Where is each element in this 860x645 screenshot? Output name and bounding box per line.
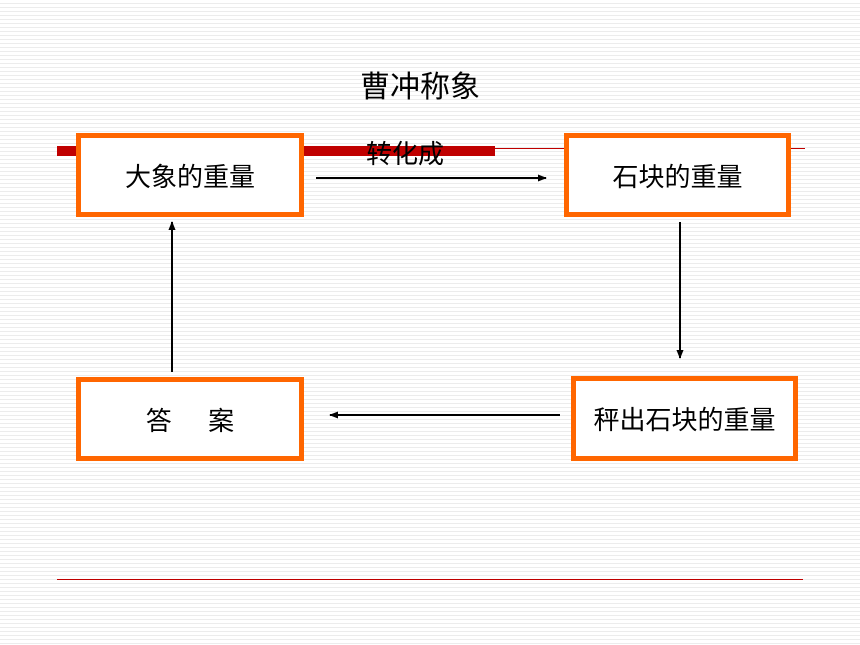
node-weigh-stones-label: 秤出石块的重量 [593, 406, 776, 436]
edge-label-convert: 转化成 [366, 140, 445, 170]
node-elephant-weight-label: 大象的重量 [124, 162, 255, 193]
node-answer-label: 答案 [145, 406, 271, 437]
node-weigh-stones: 秤出石块的重量 [571, 376, 798, 461]
node-answer: 答案 [76, 377, 304, 461]
bottom-rule [57, 579, 803, 580]
node-elephant-weight: 大象的重量 [76, 133, 304, 217]
node-stone-weight: 石块的重量 [564, 133, 791, 217]
node-stone-weight-label: 石块的重量 [612, 162, 743, 193]
slide-title: 曹冲称象 [360, 70, 480, 105]
